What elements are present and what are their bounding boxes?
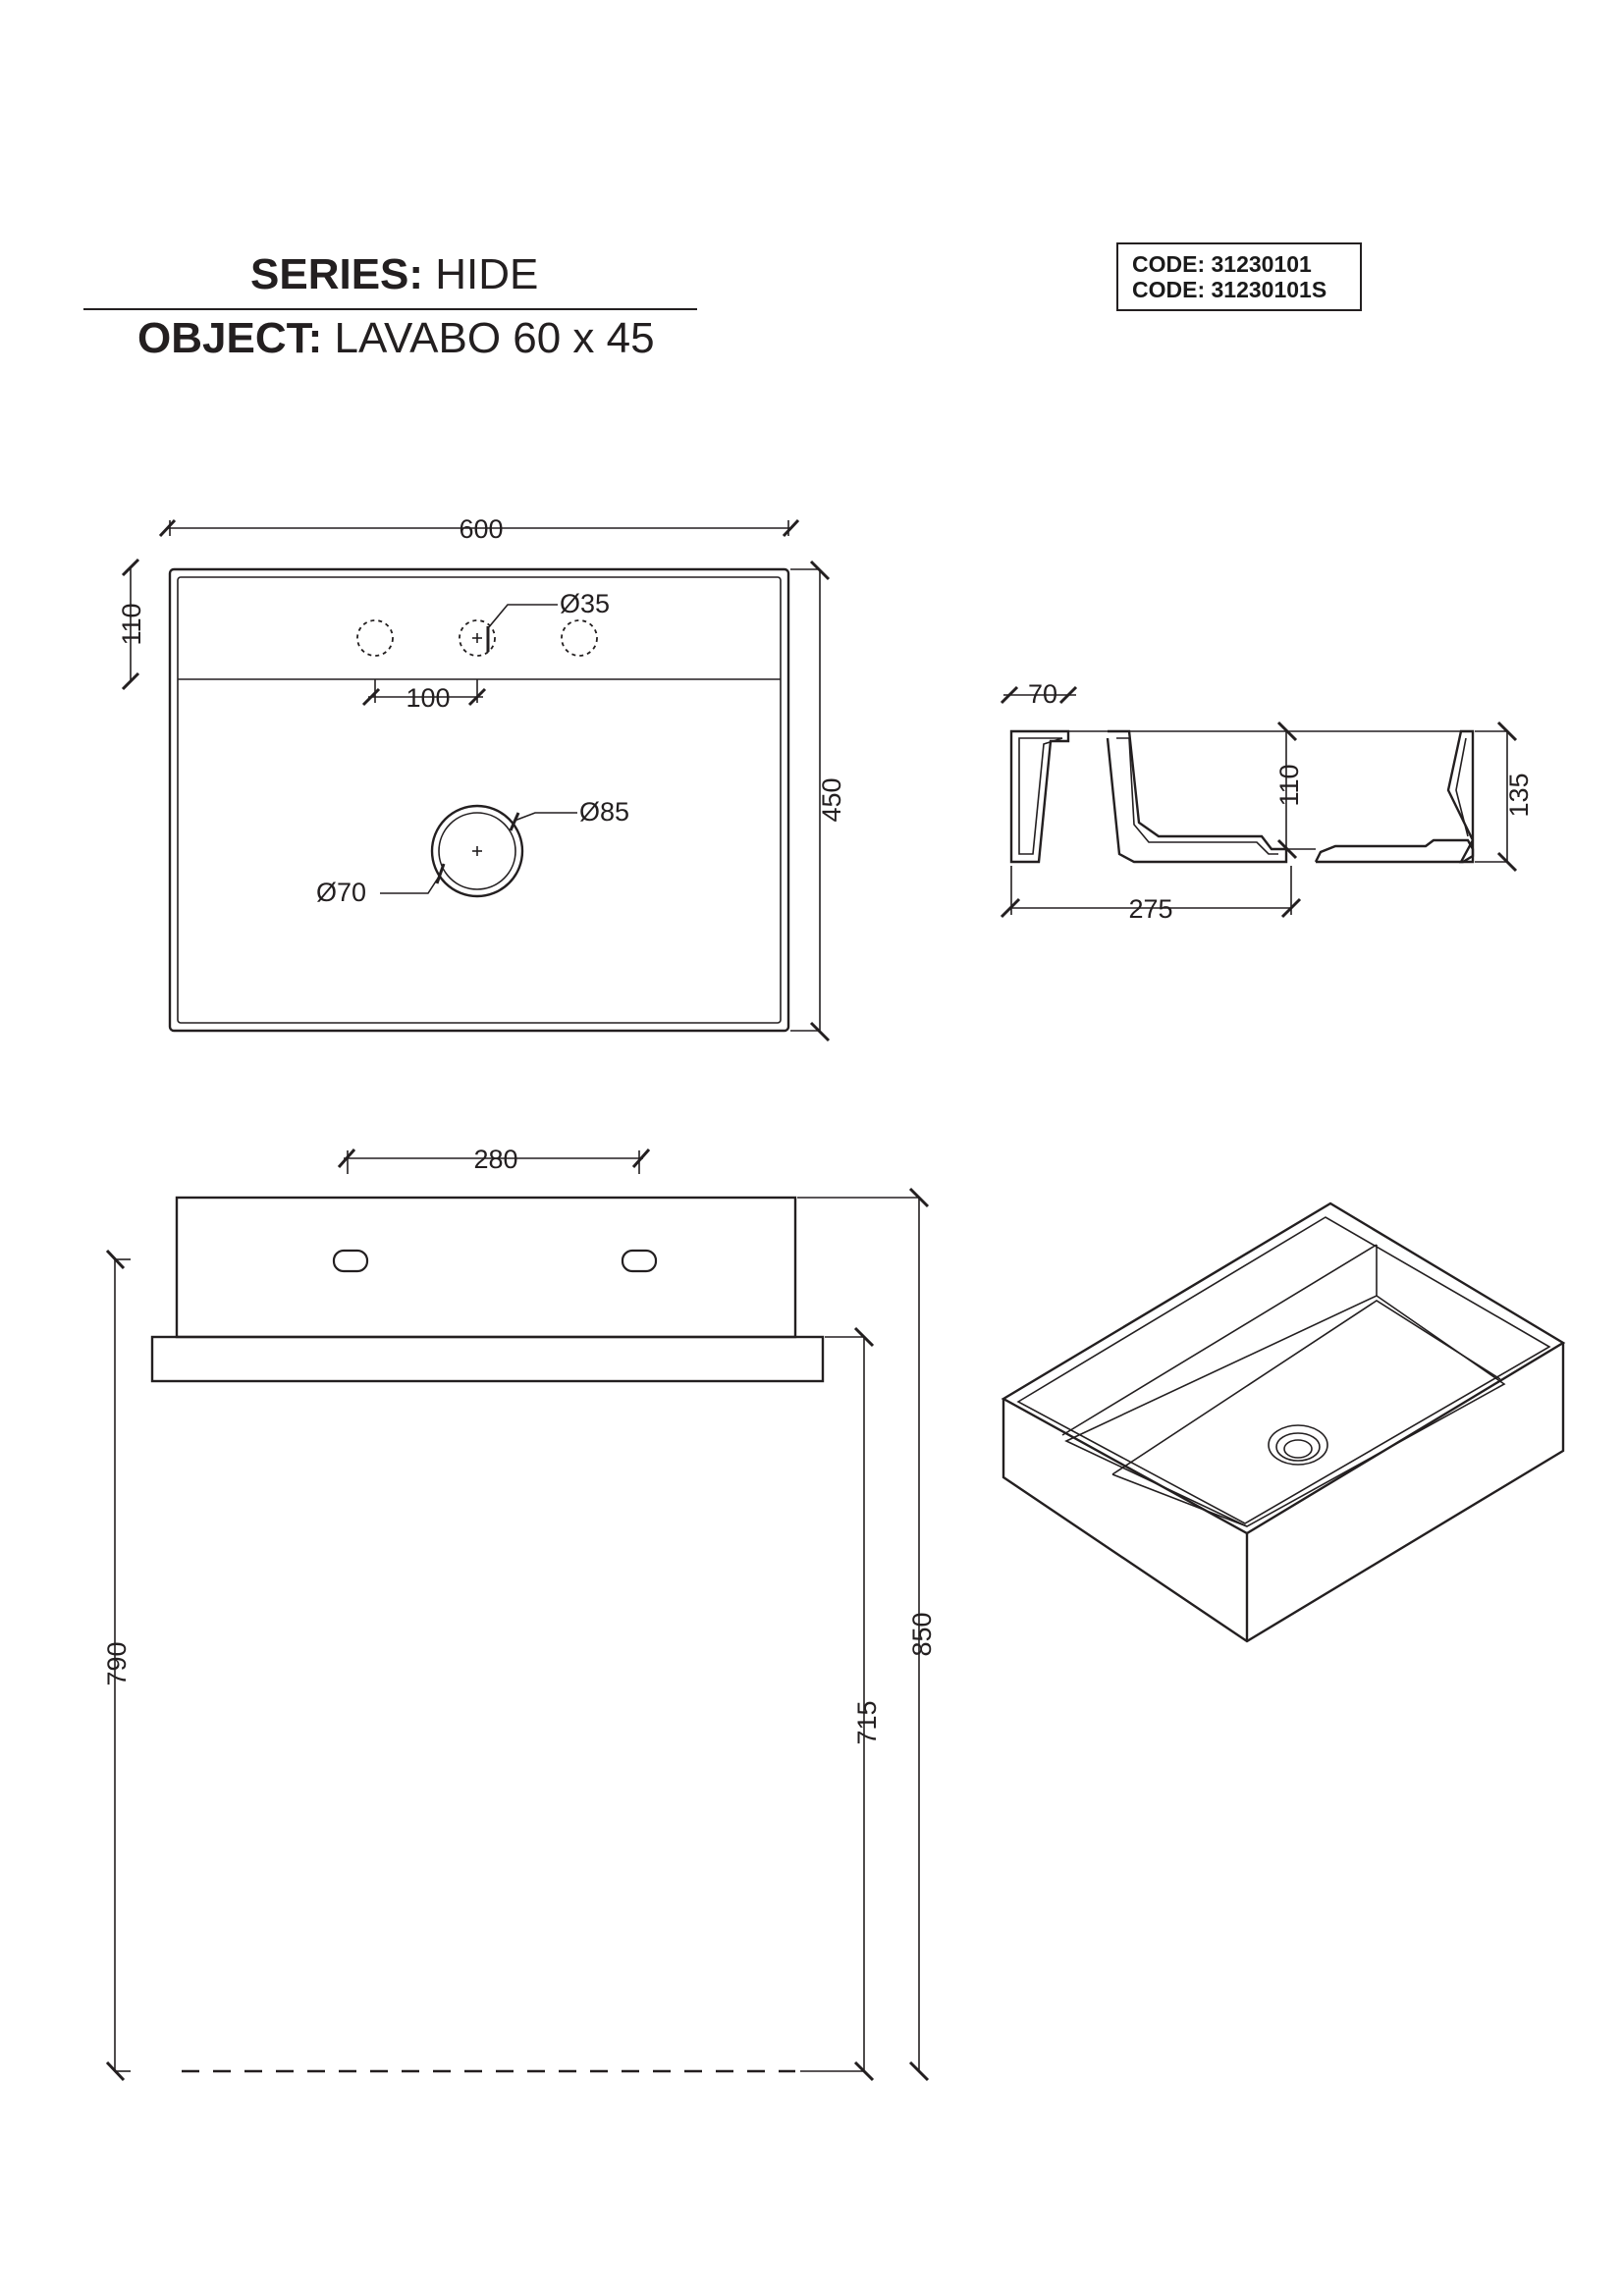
section-right-wall <box>1446 729 1475 864</box>
dim-depth: 450 <box>817 777 846 822</box>
dim-height-850: 850 <box>907 1612 937 1656</box>
drain-inner <box>438 812 516 890</box>
basin-outline <box>168 567 790 1033</box>
top-view: 600 110 450 100 Ø35 Ø85 Ø70 <box>117 514 846 1042</box>
dim-tap-hole-diameter: Ø35 <box>560 589 610 618</box>
bracket-slot-right <box>621 1249 658 1273</box>
basin-inner-outline <box>177 576 782 1024</box>
series-title: SERIES: HIDE <box>250 250 539 298</box>
front-view: 280 790 715 850 <box>102 1145 937 2082</box>
iso-drain-inner <box>1283 1439 1313 1459</box>
object-label: OBJECT <box>137 314 308 362</box>
bracket-slot-left <box>332 1249 369 1273</box>
dim-wall-width: 70 <box>1028 679 1057 709</box>
dim-bracket-spacing: 280 <box>473 1145 517 1174</box>
product-code-2: CODE: 31230101S <box>1132 277 1327 302</box>
dim-height-715: 715 <box>852 1700 882 1744</box>
object-title: OBJECT: LAVABO 60 x 45 <box>137 314 655 362</box>
dim-tap-spacing: 100 <box>406 683 450 713</box>
section-bowl-right <box>1314 838 1475 864</box>
series-label: SERIES <box>250 250 409 298</box>
tap-hole-right <box>561 619 598 657</box>
section-bowl-left <box>1106 729 1288 864</box>
object-value: LAVABO 60 x 45 <box>334 314 655 362</box>
dim-section-length: 275 <box>1128 894 1172 924</box>
tap-hole-center <box>459 619 496 657</box>
header-divider <box>83 308 697 310</box>
dim-height-790: 790 <box>102 1641 132 1685</box>
product-code-1: CODE: 31230101 <box>1132 251 1312 277</box>
series-value: HIDE <box>435 250 539 298</box>
drain-outer <box>430 804 524 898</box>
countertop <box>150 1335 825 1383</box>
iso-drain-middle <box>1275 1432 1321 1462</box>
dim-drain-outer-diameter: Ø85 <box>579 797 629 827</box>
isometric-view <box>1001 1201 1566 1643</box>
product-code-box: CODE: 31230101 CODE: 31230101S <box>1116 242 1362 311</box>
section-view: 70 110 135 275 <box>1000 679 1534 924</box>
dim-deck-depth: 110 <box>117 603 146 645</box>
tap-hole-left <box>356 619 394 657</box>
dim-bowl-depth: 110 <box>1274 764 1304 806</box>
basin-front <box>175 1196 797 1339</box>
iso-drain-outer <box>1268 1424 1328 1466</box>
dim-width: 600 <box>459 514 503 544</box>
iso-rim <box>1001 1201 1566 1535</box>
dim-total-height: 135 <box>1504 773 1534 817</box>
dim-drain-inner-diameter: Ø70 <box>316 878 366 907</box>
